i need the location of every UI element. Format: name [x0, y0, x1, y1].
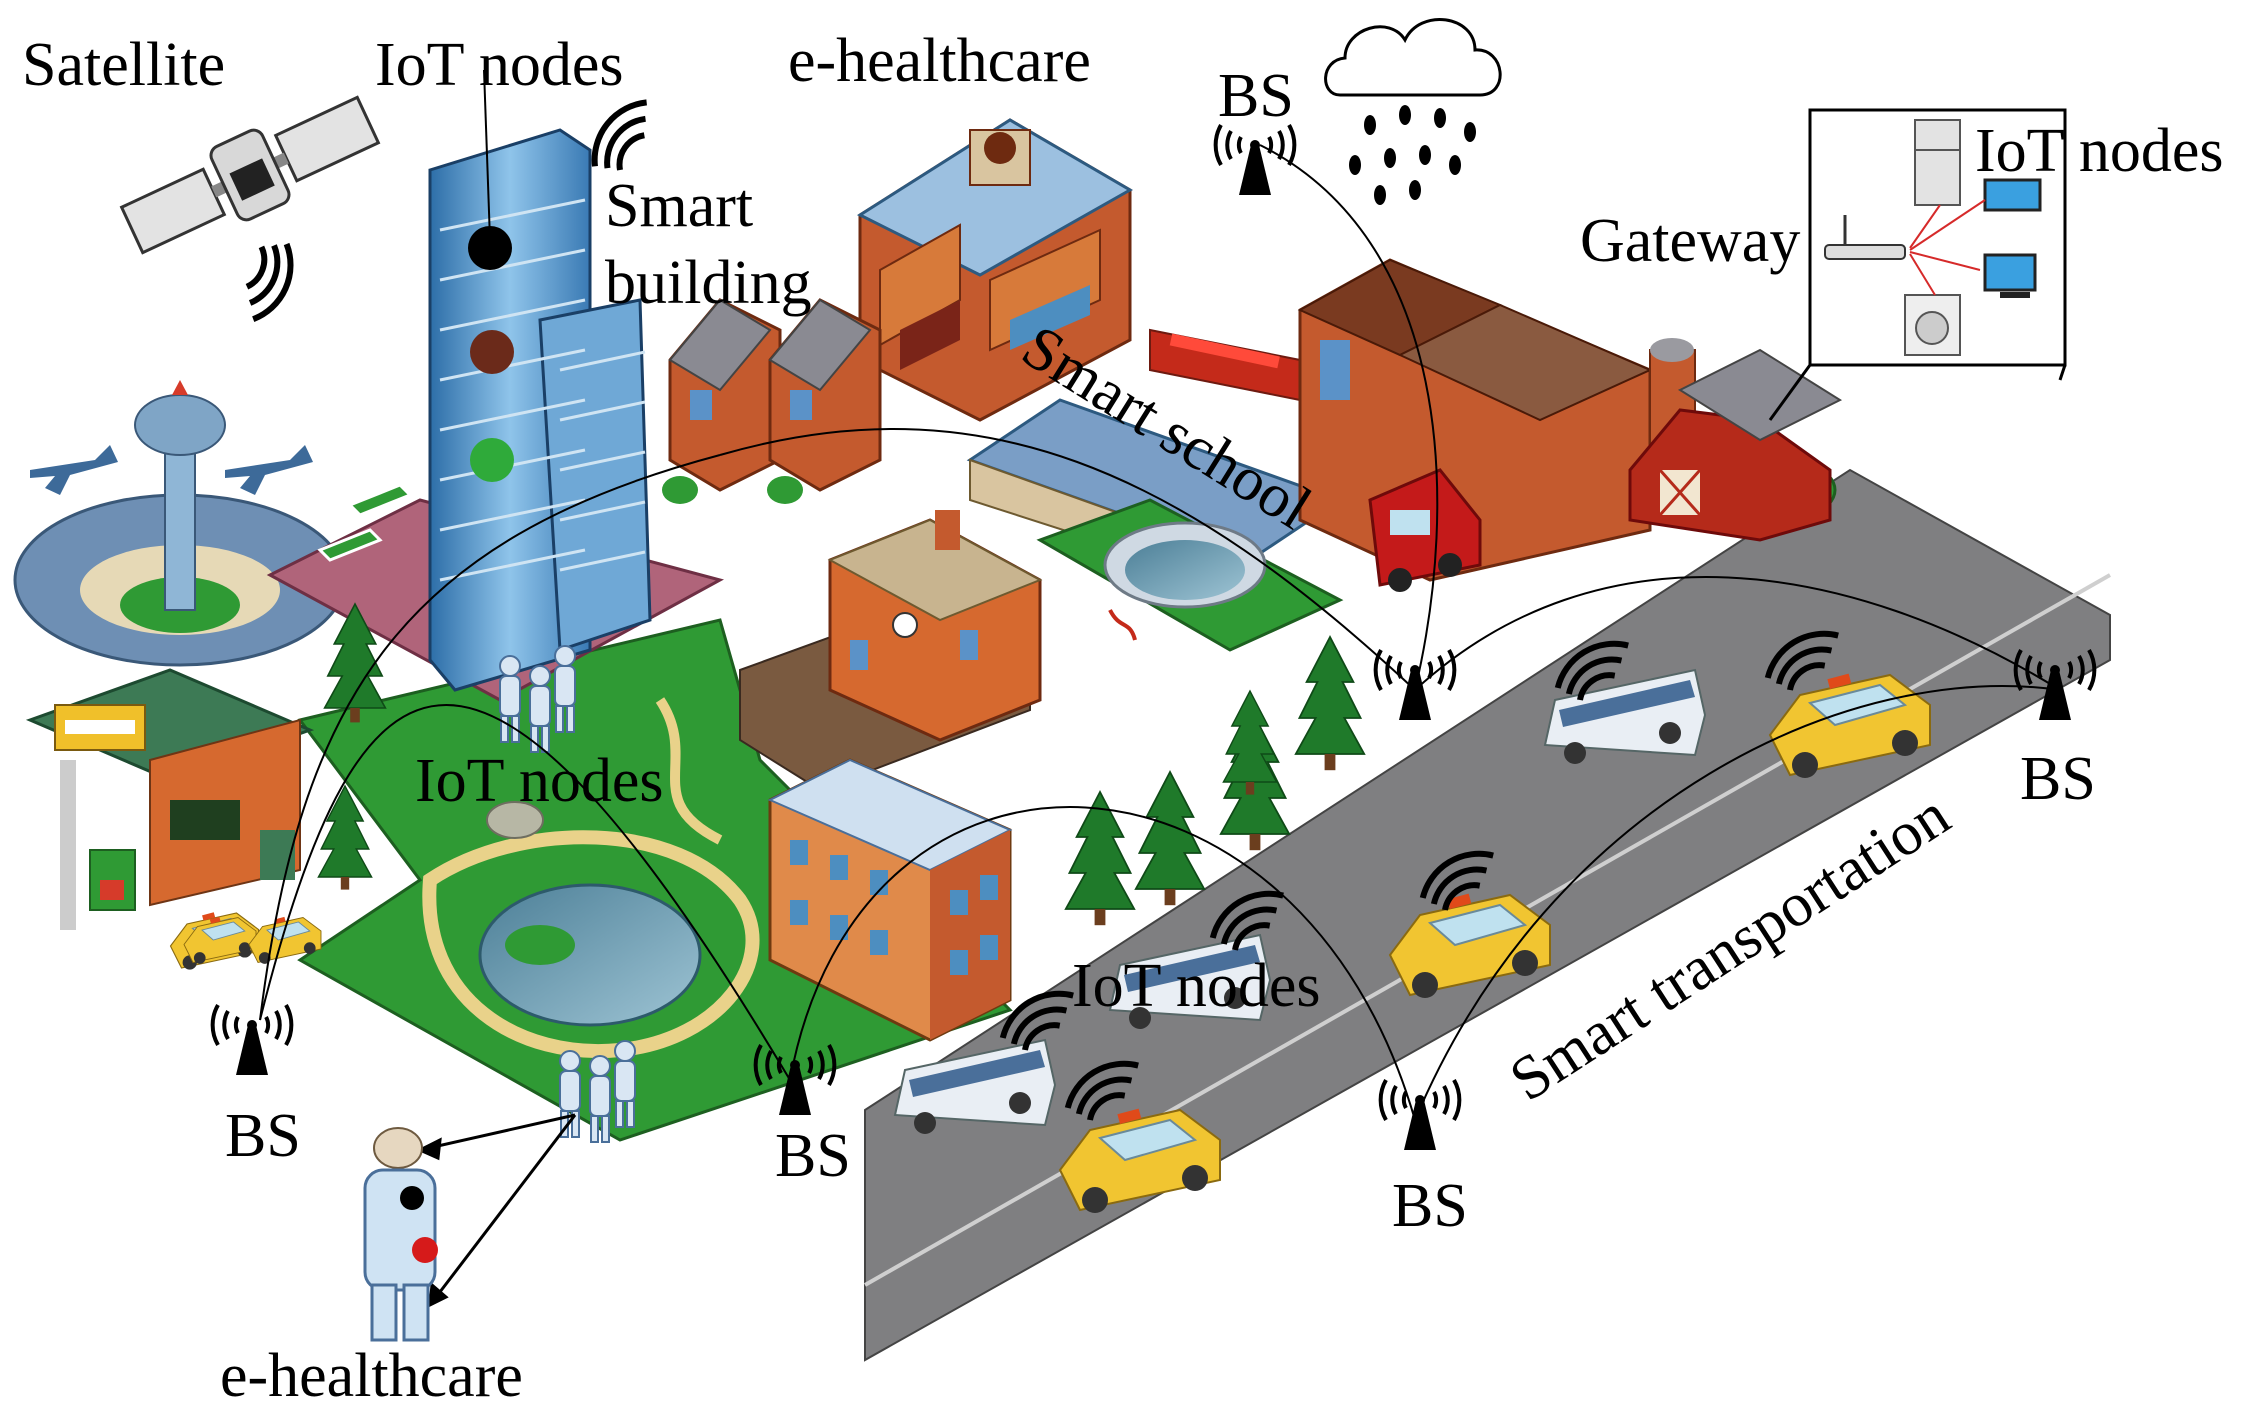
label-iot-nodes-park: IoT nodes	[415, 747, 664, 815]
station-icon	[739, 510, 1043, 792]
router-icon	[1824, 215, 1906, 260]
school-icon	[966, 328, 1344, 652]
person-group-south	[559, 1040, 636, 1143]
label-bs-road: BS	[1392, 1172, 1468, 1240]
desktop-icon	[1983, 253, 2037, 298]
park-pond	[478, 883, 702, 1027]
label-bs-top: BS	[1218, 62, 1294, 130]
monitor-icon	[1983, 178, 2042, 212]
rain-cloud-icon	[1324, 18, 1502, 205]
fire-station-icon	[1297, 258, 1653, 592]
airport-icon	[13, 380, 347, 667]
person-icon	[363, 1127, 438, 1342]
label-satellite: Satellite	[22, 31, 226, 99]
fridge-icon	[1914, 119, 1961, 206]
label-gateway: Gateway	[1580, 207, 1801, 275]
satellite-icon	[119, 95, 381, 350]
apartment-icon	[767, 758, 1013, 1042]
barn-icon	[1628, 338, 1843, 542]
smart-building-icon	[266, 69, 725, 702]
washing-machine-icon	[1904, 294, 1961, 356]
hospital-icon	[856, 118, 1134, 422]
gas-station-icon	[25, 668, 315, 930]
label-iot-nodes-road: IoT nodes	[1072, 952, 1321, 1020]
label-e-healthcare-bottom: e-healthcare	[220, 1342, 523, 1410]
label-smart-building-line1: Smart	[605, 172, 754, 240]
label-iot-nodes-home: IoT nodes	[1975, 117, 2224, 185]
label-iot-nodes-building: IoT nodes	[375, 31, 624, 99]
label-bs-right: BS	[2020, 745, 2096, 813]
park-path	[422, 830, 760, 1058]
label-bs-left: BS	[225, 1102, 301, 1170]
house-icon	[662, 298, 882, 504]
label-e-healthcare-top: e-healthcare	[788, 27, 1091, 95]
connection-links	[259, 144, 2061, 1121]
gateway-inset	[1768, 108, 2067, 421]
label-smart-building-line2: building	[605, 249, 812, 317]
healthcare-arrows	[416, 1113, 577, 1308]
label-bs-mid: BS	[775, 1122, 851, 1190]
